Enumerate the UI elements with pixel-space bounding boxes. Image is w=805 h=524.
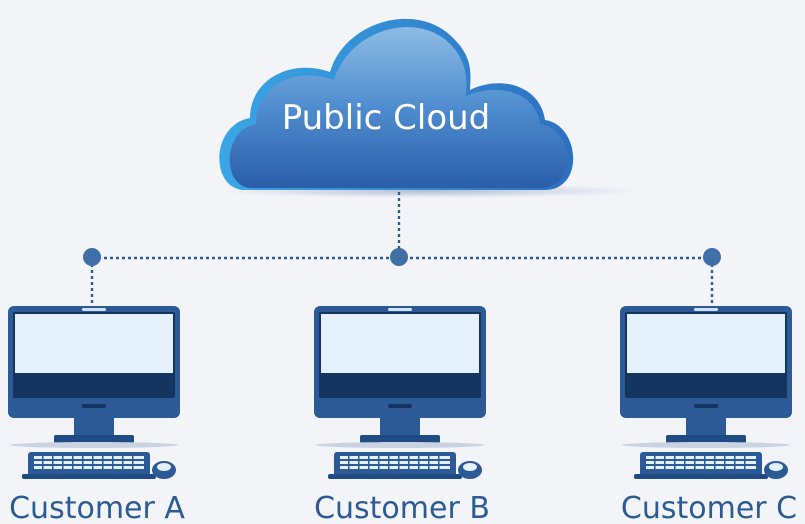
computer-c-icon (620, 306, 792, 479)
connector-node-a (83, 248, 101, 266)
cloud-icon (219, 18, 574, 190)
computer-b-icon (314, 306, 486, 479)
customer-label-b: Customer B (314, 491, 490, 524)
connector-node-b (390, 248, 408, 266)
cloud-label: Public Cloud (282, 98, 491, 138)
computer-a-icon (8, 306, 180, 479)
customer-label-a: Customer A (9, 491, 185, 524)
connector-node-c (703, 248, 721, 266)
customer-label-c: Customer C (621, 491, 797, 524)
